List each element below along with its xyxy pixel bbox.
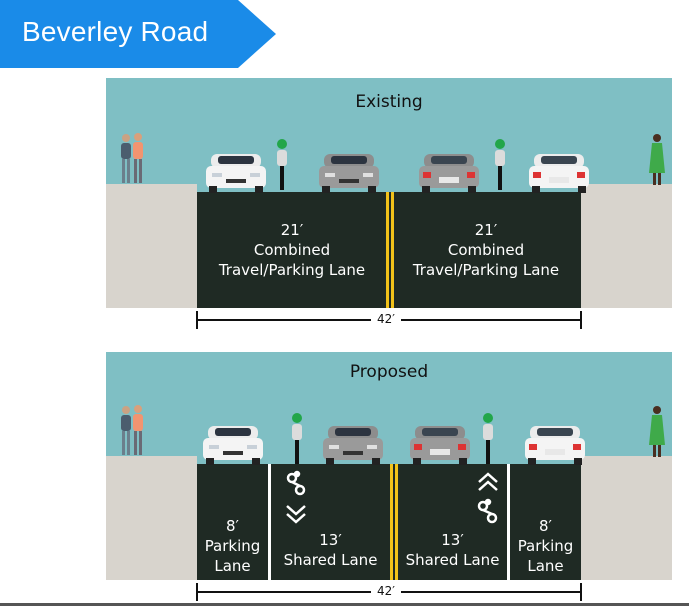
- lane-name-line2: Travel/Parking Lane: [412, 261, 560, 279]
- car-icon: [323, 426, 383, 465]
- lane-width: 21′: [474, 221, 498, 239]
- lane-width: 8′: [539, 517, 552, 535]
- lane-name-line1: Combined: [447, 241, 525, 259]
- proposed-lane-label: 13′ Shared Lane: [271, 530, 390, 570]
- cyclist-icon: [292, 413, 302, 464]
- lane-name-line1: Combined: [253, 241, 331, 259]
- pedestrian-icon: [649, 406, 665, 457]
- proposed-cross-section: Proposed 8′ Parking Lane 13′ Shared Lane…: [106, 352, 672, 604]
- left-sidewalk: [106, 456, 197, 580]
- car-icon: [529, 154, 589, 193]
- proposed-lane-label: 8′ Parking Lane: [197, 516, 268, 576]
- lane-name-line1: Shared Lane: [283, 551, 378, 569]
- lane-width: 13′: [441, 531, 464, 549]
- lane-name-line1: Parking: [204, 537, 261, 555]
- bottom-divider: [0, 603, 689, 606]
- car-icon: [206, 154, 266, 193]
- lane-name-line2: Travel/Parking Lane: [218, 261, 366, 279]
- lane-width: 21′: [280, 221, 304, 239]
- proposed-total-width: 42′: [371, 584, 401, 598]
- cyclist-icon: [483, 413, 493, 464]
- right-sidewalk: [581, 456, 672, 580]
- center-line-left: [386, 192, 389, 308]
- lane-width: 13′: [319, 531, 342, 549]
- existing-lane-label: 21′ Combined Travel/Parking Lane: [197, 220, 387, 280]
- lane-name-line2: Lane: [214, 557, 251, 575]
- car-icon: [319, 154, 379, 193]
- lane-width: 8′: [226, 517, 239, 535]
- car-icon: [203, 426, 263, 465]
- existing-lane-label: 21′ Combined Travel/Parking Lane: [391, 220, 581, 280]
- lane-name-line2: Lane: [527, 557, 564, 575]
- cyclist-icon: [495, 139, 505, 190]
- center-line-right: [391, 192, 394, 308]
- page-title: Beverley Road: [22, 16, 209, 47]
- proposed-heading: Proposed: [349, 362, 429, 382]
- banner-arrow-shape: [0, 0, 276, 68]
- proposed-lane-label: 13′ Shared Lane: [398, 530, 507, 570]
- sharrow-icon: [477, 472, 498, 524]
- pedestrians-icon: [121, 405, 143, 455]
- existing-heading: Existing: [355, 92, 423, 112]
- lane-line: [507, 464, 510, 580]
- pedestrian-icon: [649, 134, 665, 185]
- pedestrians-icon: [121, 133, 143, 183]
- proposed-lane-label: 8′ Parking Lane: [510, 516, 581, 576]
- existing-total-width: 42′: [371, 312, 401, 326]
- roadway: [197, 464, 581, 580]
- lane-name-line1: Parking: [517, 537, 574, 555]
- center-line-left: [390, 464, 393, 580]
- car-icon: [410, 426, 470, 465]
- cyclist-icon: [277, 139, 287, 190]
- existing-cross-section: Existing 21′ Combined Travel/Parking Lan…: [106, 78, 672, 333]
- left-sidewalk: [106, 184, 197, 308]
- car-icon: [525, 426, 585, 465]
- title-banner: Beverley Road: [0, 0, 276, 68]
- sharrow-icon: [286, 470, 306, 524]
- center-line-right: [395, 464, 398, 580]
- car-icon: [419, 154, 479, 193]
- lane-name-line1: Shared Lane: [405, 551, 500, 569]
- right-sidewalk: [581, 184, 672, 308]
- lane-line: [268, 464, 271, 580]
